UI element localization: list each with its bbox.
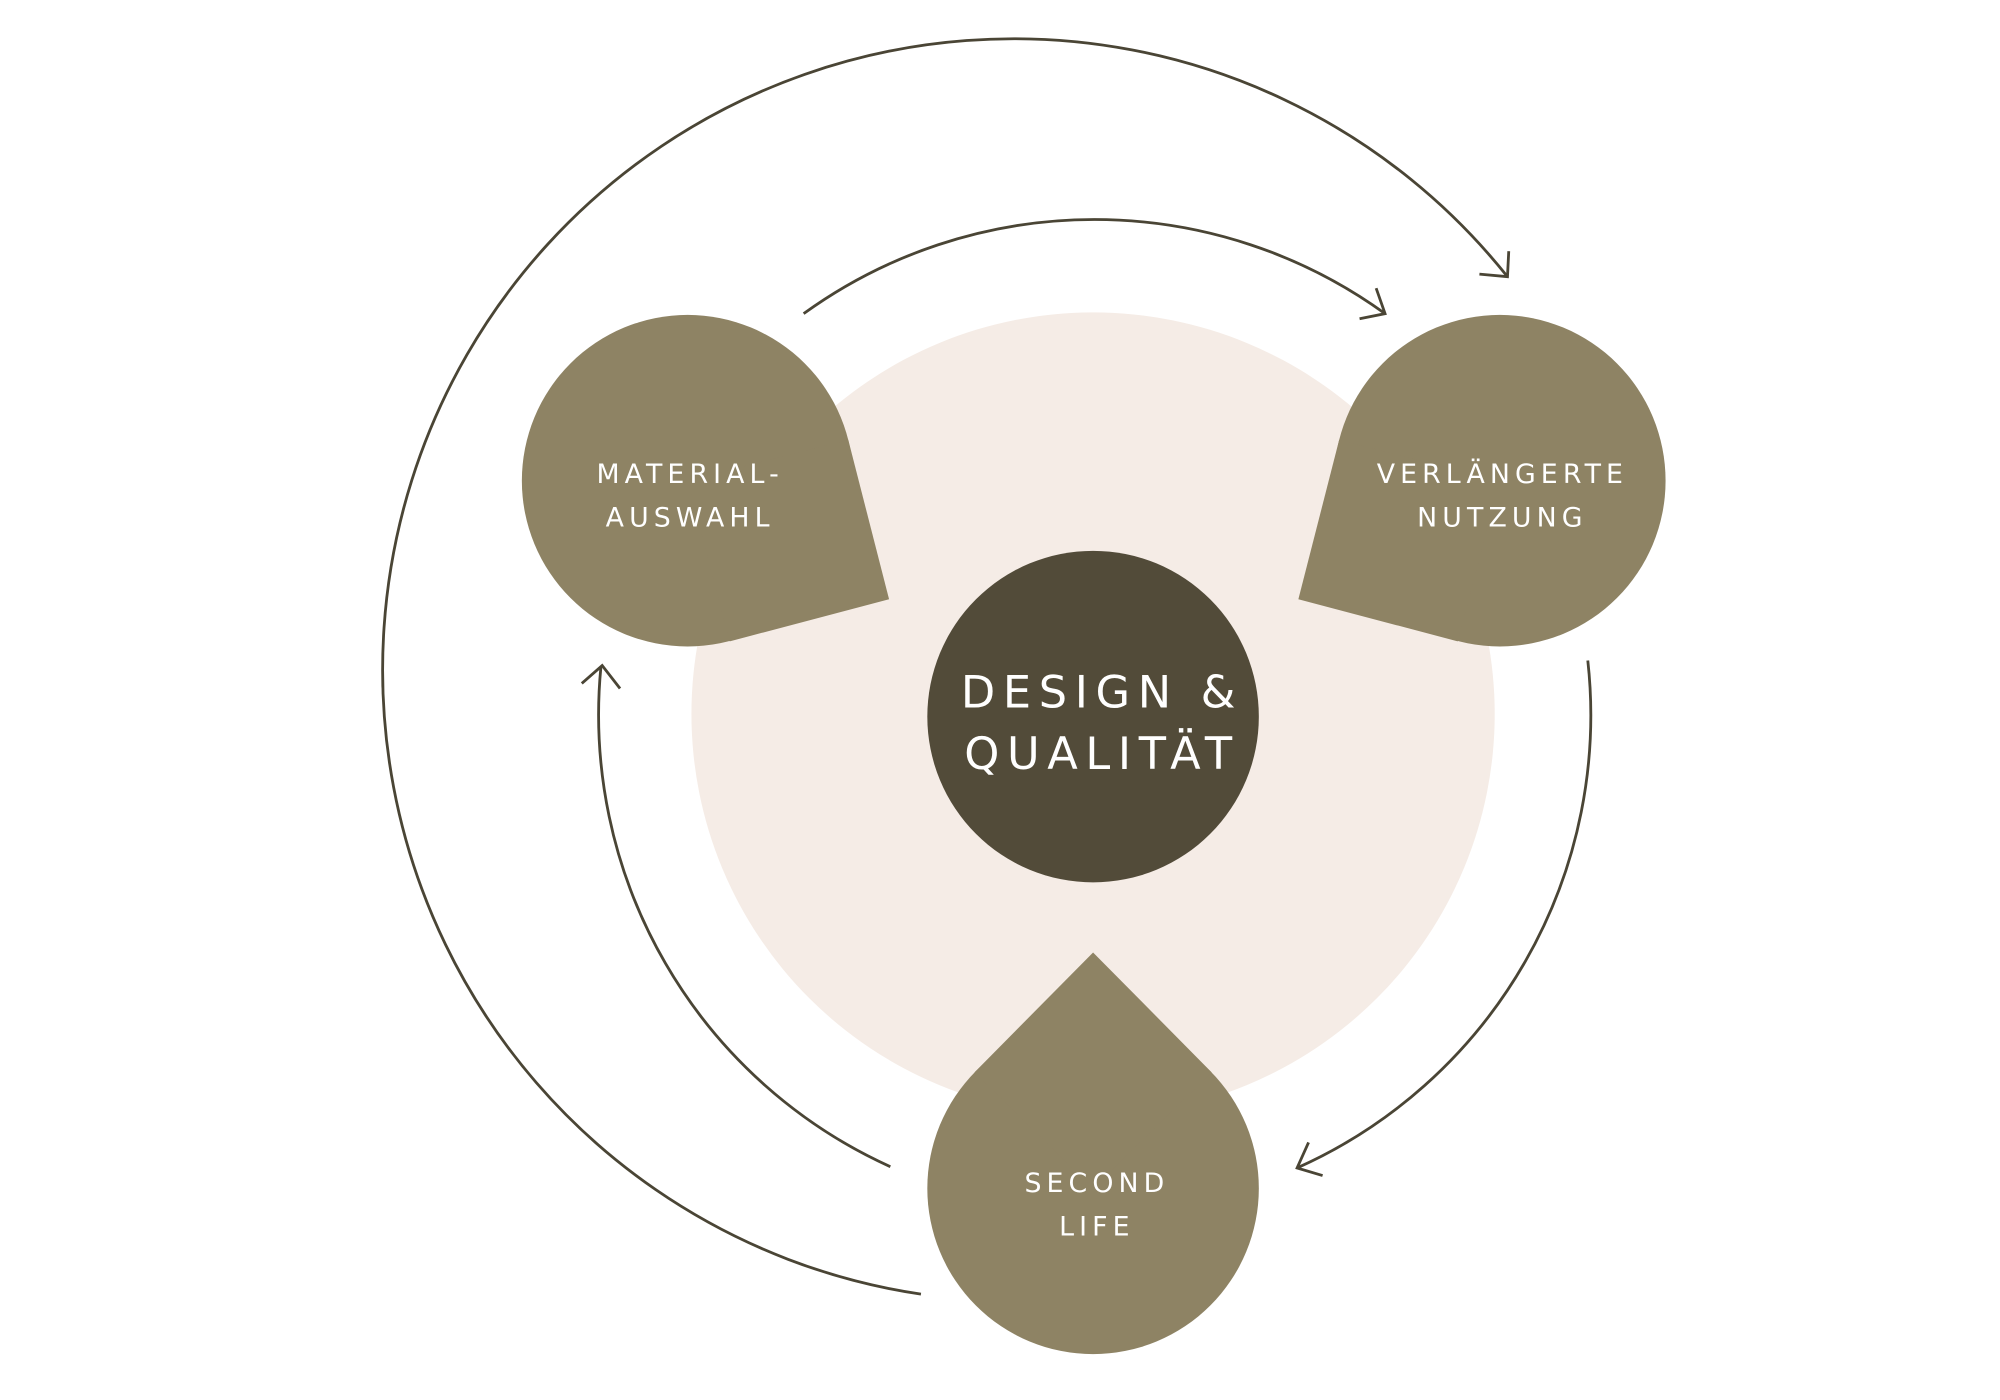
arrowhead-icon	[580, 663, 622, 690]
node-label: VERLÄNGERTE	[1377, 458, 1628, 490]
center-label: DESIGN &	[961, 667, 1243, 719]
outer-arrowhead-icon	[1479, 251, 1511, 279]
node-label: LIFE	[1059, 1212, 1135, 1243]
node-label: NUTZUNG	[1417, 503, 1587, 534]
node-label: AUSWAHL	[606, 503, 775, 534]
node-second-life: SECOND LIFE	[927, 952, 1259, 1355]
node-verlaengerte-nutzung: VERLÄNGERTE NUTZUNG	[1298, 314, 1666, 647]
node-label: SECOND	[1024, 1168, 1169, 1199]
center-design-qualitaet: DESIGN & QUALITÄT	[927, 550, 1259, 883]
node-label: MATERIAL-	[596, 459, 783, 490]
outer-cycle-arrow	[381, 37, 1509, 1296]
node-material-auswahl: MATERIAL- AUSWAHL	[521, 314, 890, 647]
arrowhead-icon	[1359, 287, 1387, 321]
arrow-material-to-nutzung	[802, 218, 1386, 315]
center-label: QUALITÄT	[964, 728, 1240, 780]
arrow-second-life-to-material	[597, 666, 891, 1168]
arrowhead-icon	[1295, 1141, 1323, 1177]
arrow-nutzung-to-second-life	[1296, 660, 1593, 1170]
